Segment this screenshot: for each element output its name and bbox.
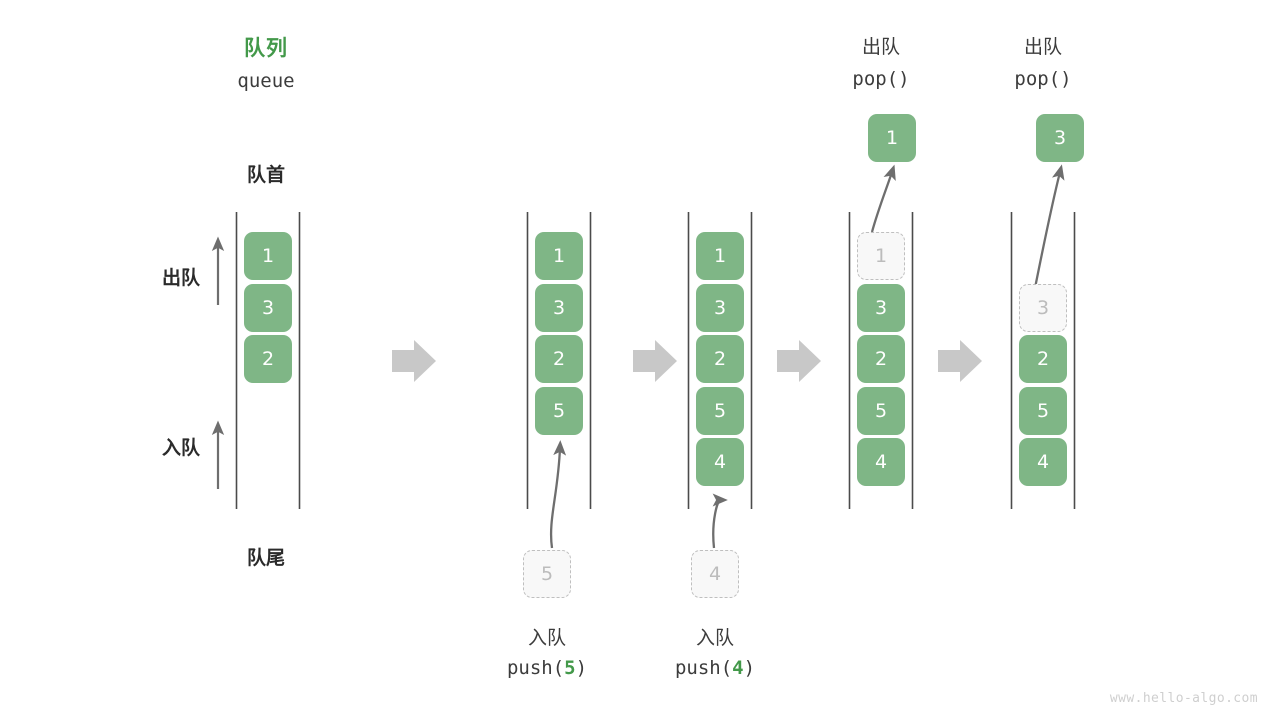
queue-cell[interactable]: 2 <box>535 335 583 383</box>
popped-cell[interactable]: 1 <box>868 114 916 162</box>
page-title: 队列 <box>244 36 288 60</box>
queue-cell[interactable]: 3 <box>244 283 292 332</box>
push-4-code-suffix: ) <box>743 657 756 679</box>
queue-cell[interactable]: 4 <box>857 438 905 486</box>
pop-3-arrow <box>1033 164 1065 289</box>
push-5-code-value: 5 <box>564 657 576 679</box>
step-arrow-1 <box>392 340 436 382</box>
step-arrow-2 <box>633 340 677 382</box>
queue-cell[interactable]: 3 <box>696 283 744 332</box>
queue-cell[interactable]: 1 <box>535 232 583 280</box>
enqueue-label: 入队 <box>161 437 200 459</box>
pop-1-caption-cn: 出队 <box>861 36 900 58</box>
queue-cell[interactable]: 4 <box>696 438 744 486</box>
push-5-code-prefix: push( <box>506 657 565 679</box>
push-5-caption-cn: 入队 <box>527 627 566 649</box>
popped-cell[interactable]: 3 <box>1036 114 1084 162</box>
queue-cell[interactable]: 3 <box>535 283 583 332</box>
queue-cell[interactable]: 5 <box>696 386 744 435</box>
dequeue-label: 出队 <box>161 267 200 289</box>
queue-cell[interactable]: 4 <box>1019 438 1067 486</box>
push-4-code-value: 4 <box>732 657 744 679</box>
pop-1-caption-code: pop() <box>852 68 910 90</box>
queue-cell[interactable]: 2 <box>244 335 292 383</box>
queue-cell[interactable]: 2 <box>857 335 905 383</box>
push-4-code-prefix: push( <box>674 657 733 679</box>
outgoing-ghost-cell[interactable]: 3 <box>1019 283 1067 332</box>
queue-cell[interactable]: 1 <box>244 232 292 280</box>
push-4-caption-cn: 入队 <box>695 627 734 649</box>
queue-cell[interactable]: 2 <box>696 335 744 383</box>
queue-cell[interactable]: 1 <box>696 232 744 280</box>
outgoing-ghost-cell[interactable]: 1 <box>857 232 905 280</box>
queue-cell[interactable]: 3 <box>857 283 905 332</box>
queue-cell[interactable]: 5 <box>535 386 583 435</box>
push-5-code-suffix: ) <box>575 657 588 679</box>
queue-cell[interactable]: 2 <box>1019 335 1067 383</box>
incoming-ghost-cell[interactable]: 5 <box>523 550 571 598</box>
step-arrow-4 <box>938 340 982 382</box>
queue-cell[interactable]: 5 <box>857 386 905 435</box>
push-4-arrow <box>712 493 728 549</box>
front-label: 队首 <box>246 164 285 186</box>
watermark: www.hello-algo.com <box>1109 691 1258 706</box>
queue-cell[interactable]: 5 <box>1019 386 1067 435</box>
pop-1-arrow <box>870 164 896 233</box>
incoming-ghost-cell[interactable]: 4 <box>691 550 739 598</box>
pop-3-caption-code: pop() <box>1014 68 1072 90</box>
pop-3-caption-cn: 出队 <box>1023 36 1062 58</box>
push-5-caption-code: push(5) <box>487 657 607 679</box>
push-5-arrow <box>549 440 567 549</box>
page-subtitle: queue <box>237 70 295 92</box>
push-4-caption-code: push(4) <box>655 657 775 679</box>
step-arrow-3 <box>777 340 821 382</box>
rear-label: 队尾 <box>246 547 285 569</box>
